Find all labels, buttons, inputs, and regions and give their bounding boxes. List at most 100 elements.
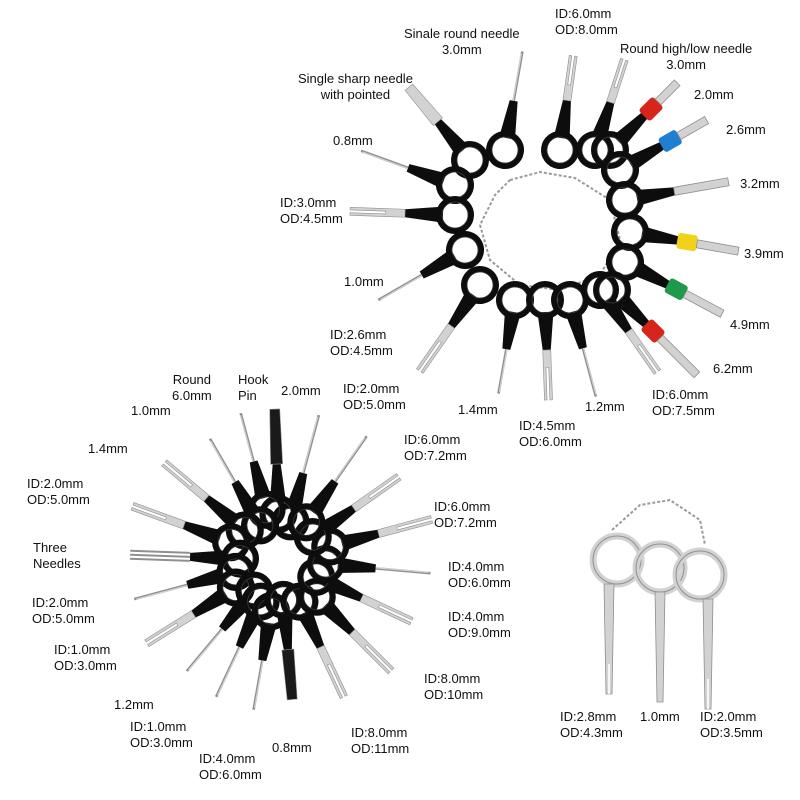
pin-tool [280,582,348,699]
needle-tip [333,435,368,483]
fork-tip [348,628,395,675]
label-3-2mm: 3.2mm [740,176,780,191]
label-4-9mm: 4.9mm [730,317,770,332]
pin-tool [416,266,499,374]
tool-set-3-silver-keys [589,498,728,710]
flat-tip [269,408,283,465]
pin-tool [161,459,264,550]
ring-edge [598,276,626,304]
label-6-2mm: 6.2mm [713,361,753,376]
label-s2-1-0mm: 1.0mm [131,403,171,418]
label-1-0mm: 1.0mm [344,274,384,289]
needle-shine [240,415,254,462]
tool-handle [553,99,571,140]
tool-set-2 [129,408,434,710]
ring-edge [596,136,624,164]
fork-tip [161,459,210,502]
fork-tip [144,610,197,648]
color-cap [639,97,663,121]
ring-edge [292,508,320,536]
tool-handle [448,290,480,329]
fork-tip [606,58,629,105]
tool-ring [593,271,631,309]
tool-handle [640,226,680,245]
tube-tip [656,334,701,379]
tool-handle [189,550,229,567]
label-s2-1-2mm: 1.2mm [114,697,154,712]
tool-handle [186,567,227,589]
fork-tip [130,502,186,530]
pin-tool [377,231,484,302]
label-2-0mm: 2.0mm [694,87,734,102]
needle-shine [136,584,188,600]
needle-tip [252,660,264,710]
tool-ring [486,131,524,169]
tool-ring [446,231,484,269]
ring-edge [546,136,574,164]
tube-tip [673,177,730,196]
tool-ring [591,131,629,169]
tool-handle [306,479,339,518]
pin-tool [349,196,474,234]
tube-tip [695,239,740,256]
pin-tool [593,271,701,379]
key-ring-edge [675,550,725,600]
needle-tip [497,349,508,394]
label-2-6mm: 2.6mm [726,122,766,137]
needle-tip [129,557,190,562]
fork-tip [316,644,348,699]
needle-shine [217,647,241,696]
needle-shine [302,416,319,474]
needle-tip [130,549,191,554]
tool-handle [337,557,376,574]
tool-ring [436,196,474,234]
silver-key [672,547,728,710]
fork-tip [377,515,434,538]
ring-edge [531,286,559,314]
tool-handle [258,621,277,662]
needle-shine [253,660,264,708]
tool-ring [293,518,332,557]
ring-edge [466,271,494,299]
fork-tip [542,349,553,401]
color-cap [676,232,698,252]
ball-chain [611,498,706,546]
needle-shine [188,628,224,671]
key-shaft [702,598,714,710]
ball-chain [478,170,622,292]
tool-handle [249,460,272,501]
label-3-9mm: 3.9mm [744,246,784,261]
ring-edge [312,550,340,578]
label-1-2mm: 1.2mm [585,399,625,414]
needle-shine [512,53,523,101]
pin-tool [486,51,524,169]
tube-tip [654,79,681,106]
label-s2-1-4mm: 1.4mm [88,441,128,456]
label-s2-0-8mm: 0.8mm [272,740,312,755]
label-s2-2-0mm: 2.0mm [281,383,321,398]
pin-tool [293,473,402,557]
pin-tool [601,115,710,189]
needle-shine [582,347,597,395]
pin-tool [606,243,725,318]
pin-tool [591,79,681,169]
tool-handle [565,309,587,350]
